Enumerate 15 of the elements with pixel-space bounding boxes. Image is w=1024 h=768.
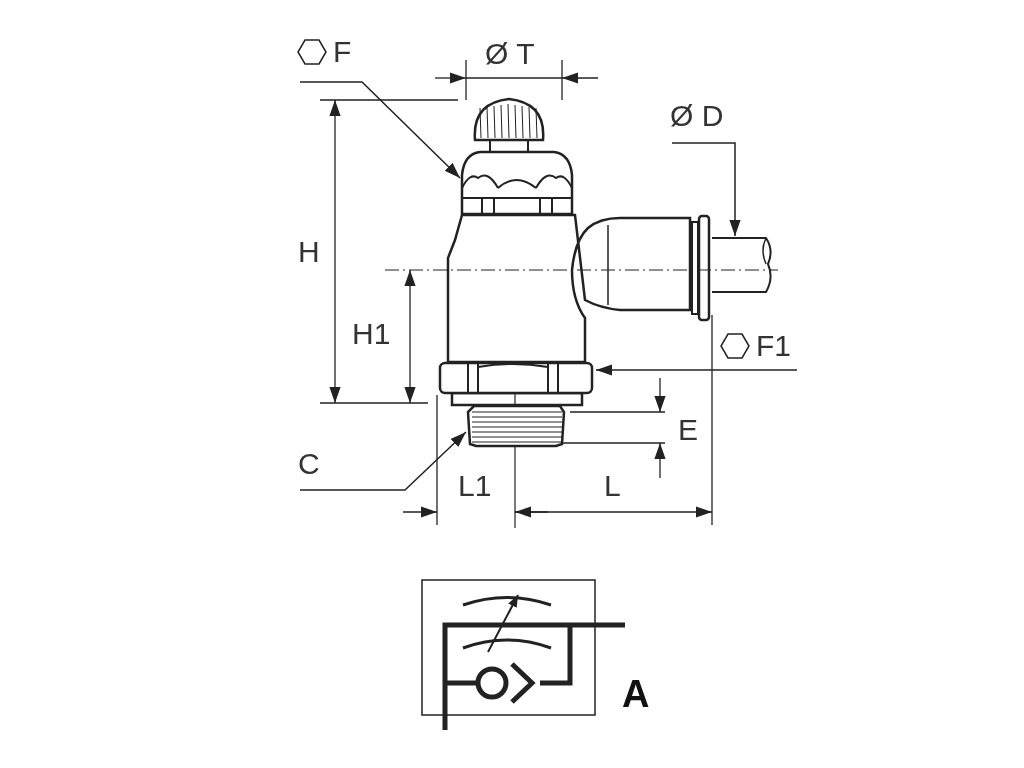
callout-label: F: [333, 36, 352, 68]
callout-label: Ø D: [670, 100, 724, 132]
leader-line: [595, 364, 798, 376]
dimension-label: L1: [458, 470, 492, 502]
dimension-label: H1: [352, 318, 391, 350]
callout-label: F1: [756, 330, 791, 362]
leader-line: [671, 142, 741, 237]
dimension-label: L: [604, 470, 621, 502]
leader-line: [299, 431, 467, 491]
dimension-label: H: [298, 236, 320, 268]
leader-line: [299, 81, 461, 179]
dimension-label: E: [678, 414, 698, 446]
dimension-label: Ø T: [485, 38, 535, 70]
callout-label: C: [298, 448, 320, 480]
port-label: A: [622, 678, 650, 710]
